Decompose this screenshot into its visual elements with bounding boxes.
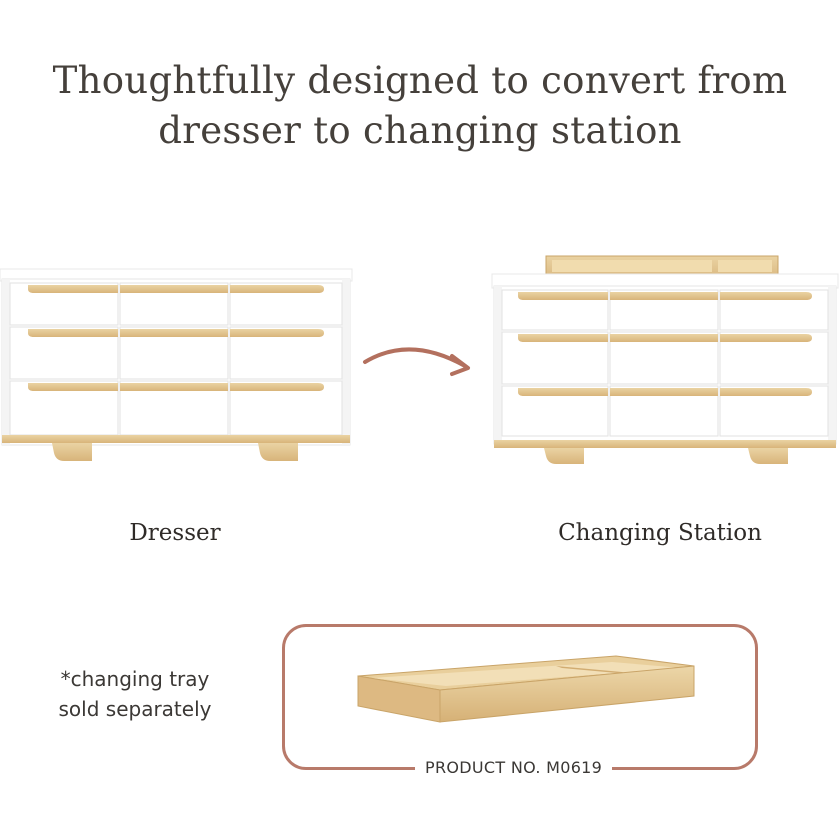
- dresser-label: Dresser: [129, 520, 221, 546]
- changing-station-image: [491, 255, 839, 464]
- tray-note-line-2: sold separately: [58, 697, 212, 721]
- dresser-image: [0, 268, 353, 461]
- arrow-right-icon: [363, 347, 470, 376]
- product-number: PRODUCT NO. M0619: [415, 758, 613, 777]
- tray-note-line-1: *changing tray: [60, 667, 210, 691]
- changing-station-label: Changing Station: [558, 520, 762, 546]
- headline-line-1: Thoughtfully designed to convert from: [52, 59, 788, 102]
- changing-tray-image: [357, 655, 695, 723]
- headline: Thoughtfully designed to convert from dr…: [0, 56, 840, 156]
- tray-note: *changing tray sold separately: [30, 664, 240, 724]
- headline-line-2: dresser to changing station: [158, 109, 682, 152]
